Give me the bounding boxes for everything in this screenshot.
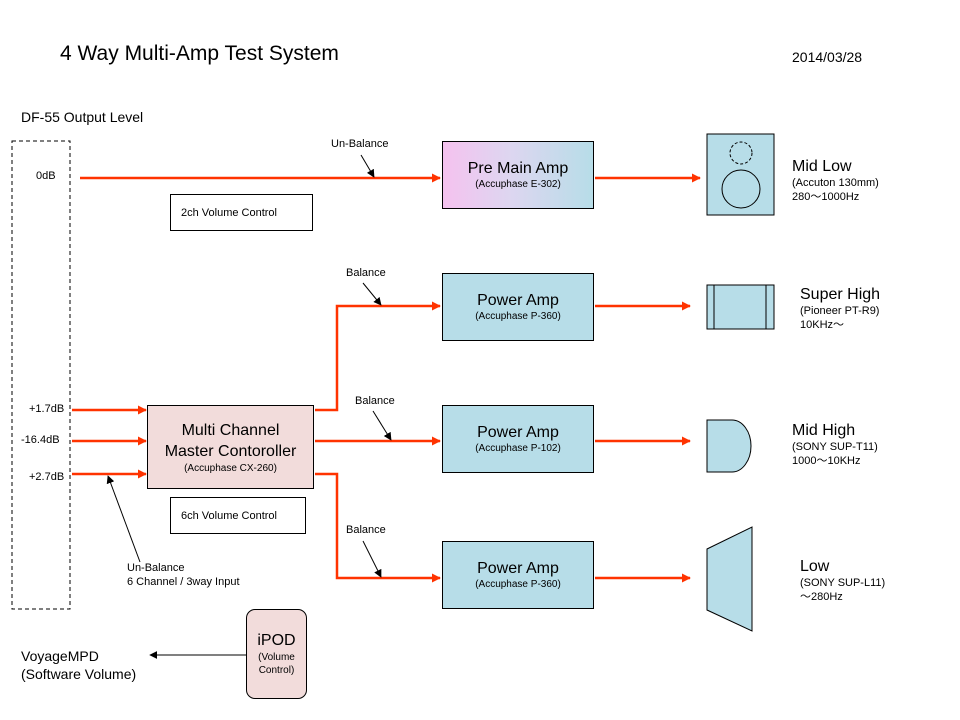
power-amp-2-name: Power Amp: [477, 423, 559, 441]
speaker-low-icon: [706, 526, 753, 632]
pointer-balance-1: [362, 282, 382, 306]
level-plus27: +2.7dB: [29, 471, 65, 483]
mid-low-name: Mid Low: [792, 158, 852, 175]
page-title: 4 Way Multi-Amp Test System: [60, 42, 339, 65]
mid-low-model: (Accuton 130mm): [792, 177, 879, 189]
power-amp-2-model: (Accuphase P-102): [475, 442, 561, 454]
low-range: 〜280Hz: [800, 591, 843, 603]
power-amp-1-name: Power Amp: [477, 291, 559, 309]
unbalance-label-top: Un-Balance: [331, 138, 389, 150]
power-amp-1-box: Power Amp (Accuphase P-360): [442, 273, 594, 341]
two-channel-volume-control: 2ch Volume Control: [170, 194, 313, 231]
unbalance-input-label: Un-Balance: [127, 562, 185, 574]
pointer-balance-3: [362, 540, 382, 578]
ipod-name: iPOD: [257, 632, 296, 649]
diagram-date: 2014/03/28: [792, 49, 863, 65]
ipod-box: iPOD (Volume Control): [246, 609, 307, 699]
source-label: DF-55 Output Level: [21, 109, 144, 125]
pre-main-amp-box: Pre Main Amp (Accuphase E-302): [442, 141, 594, 209]
speaker-mid-low-label: Mid Low (Accuton 130mm) 280〜1000Hz: [792, 157, 879, 204]
two-channel-volume-label: 2ch Volume Control: [181, 206, 277, 219]
voyage-mpd-label: VoyageMPD: [21, 648, 99, 664]
mid-high-model: (SONY SUP-T11): [792, 441, 878, 453]
balance-label-3: Balance: [346, 524, 386, 536]
df55-source-box: [11, 140, 71, 610]
ipod-volume-line1: (Volume: [258, 652, 295, 663]
power-amp-1-model: (Accuphase P-360): [475, 310, 561, 322]
six-channel-volume-control: 6ch Volume Control: [170, 497, 306, 534]
pointer-balance-2: [372, 410, 392, 441]
wire-to-power3: [315, 472, 441, 583]
six-channel-volume-label: 6ch Volume Control: [181, 509, 277, 522]
balance-label-2: Balance: [355, 395, 395, 407]
mid-high-range: 1000〜10KHz: [792, 455, 861, 467]
voyage-software-volume-label: (Software Volume): [21, 666, 137, 682]
speaker-low-label: Low (SONY SUP-L11) 〜280Hz: [800, 557, 885, 604]
ipod-volume-line2: Control): [258, 665, 295, 676]
speaker-super-high-icon: [706, 284, 775, 330]
mid-low-range: 280〜1000Hz: [792, 191, 860, 203]
speaker-super-high-label: Super High (Pioneer PT-R9) 10KHz〜: [800, 285, 880, 332]
power-amp-2-box: Power Amp (Accuphase P-102): [442, 405, 594, 473]
speaker-mid-low-icon: [706, 133, 775, 216]
balance-label-1: Balance: [346, 267, 386, 279]
controller-model: (Accuphase CX-260): [184, 462, 277, 474]
power-amp-3-model: (Accuphase P-360): [475, 578, 561, 590]
pointer-unbalance-input: [106, 475, 141, 563]
speaker-mid-high-icon: [706, 419, 752, 473]
controller-line2: Master Contoroller: [164, 442, 297, 460]
level-0db: 0dB: [36, 170, 56, 182]
super-high-model: (Pioneer PT-R9): [800, 305, 880, 317]
wire-to-power1: [315, 301, 441, 412]
mid-high-name: Mid High: [792, 422, 856, 439]
pre-main-amp-model: (Accuphase E-302): [475, 178, 561, 190]
super-high-name: Super High: [800, 286, 881, 303]
super-high-range: 10KHz〜: [800, 319, 845, 331]
level-plus17: +1.7dB: [29, 403, 65, 415]
power-amp-3-name: Power Amp: [477, 559, 559, 577]
controller-line1: Multi Channel: [181, 421, 280, 439]
low-name: Low: [800, 558, 830, 575]
power-amp-3-box: Power Amp (Accuphase P-360): [442, 541, 594, 609]
level-minus164: -16.4dB: [21, 434, 60, 446]
master-controller-box: Multi Channel Master Contoroller (Accuph…: [147, 405, 314, 489]
low-model: (SONY SUP-L11): [800, 577, 886, 589]
input-channel-label: 6 Channel / 3way Input: [127, 576, 240, 588]
speaker-mid-high-label: Mid High (SONY SUP-T11) 1000〜10KHz: [792, 421, 878, 468]
pointer-unbalance-top: [360, 154, 375, 178]
pre-main-amp-name: Pre Main Amp: [467, 159, 569, 177]
